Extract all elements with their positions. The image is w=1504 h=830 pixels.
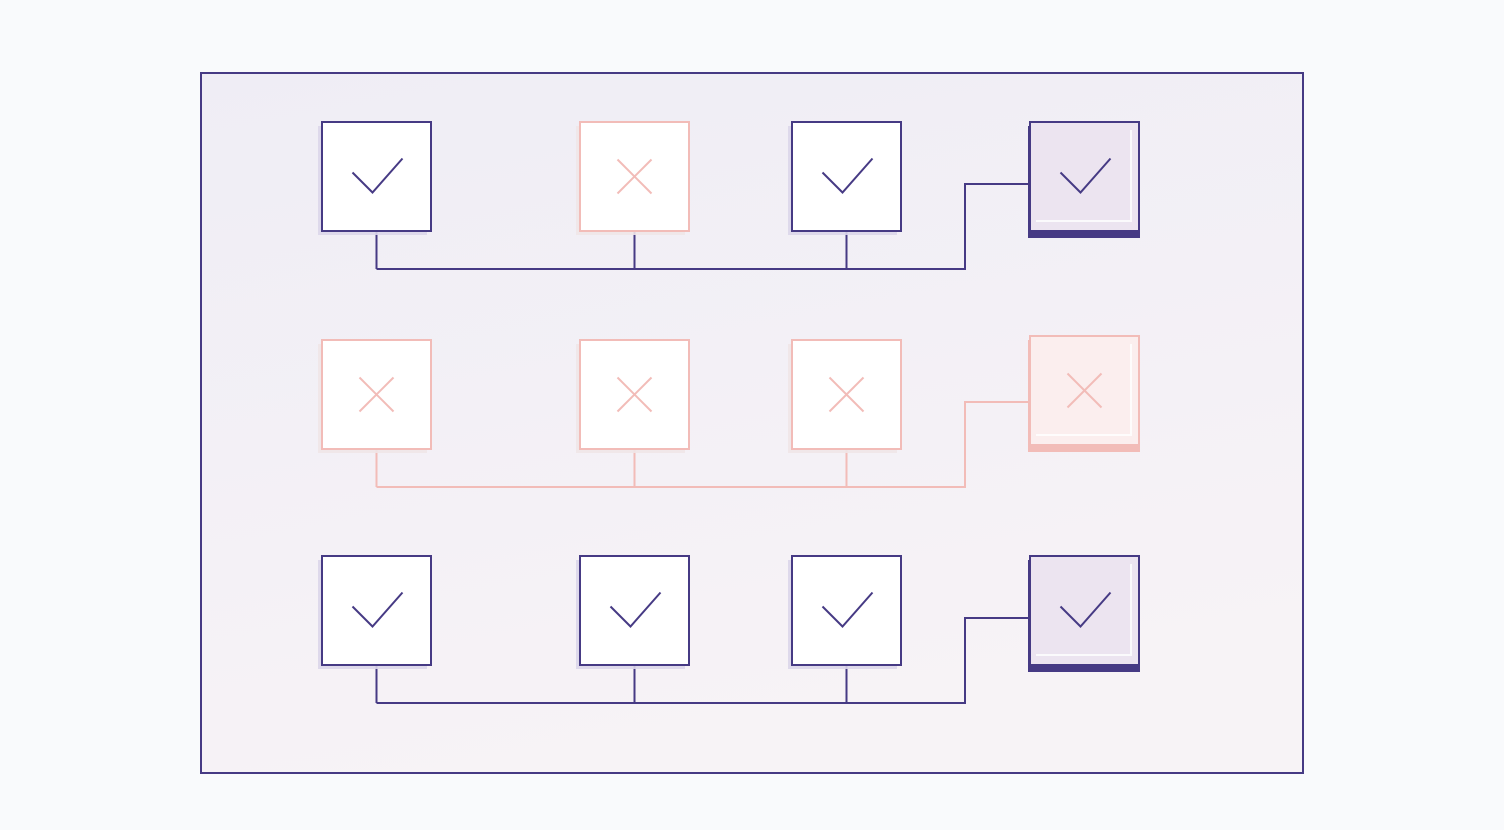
check-row <box>318 121 1140 270</box>
x-icon <box>616 158 653 195</box>
result-box <box>1028 555 1140 672</box>
check-icon <box>609 591 662 628</box>
check-row <box>318 335 1140 488</box>
check-icon <box>351 157 404 194</box>
result-box <box>1028 121 1140 238</box>
check-box-pass <box>318 121 432 235</box>
row-connector <box>375 183 1028 270</box>
check-row <box>318 555 1140 704</box>
check-box-fail <box>576 121 690 235</box>
check-icon <box>821 157 874 194</box>
row-connector <box>375 617 1028 704</box>
row-connector <box>375 401 1028 488</box>
check-box-fail <box>788 339 902 453</box>
x-icon <box>828 376 865 413</box>
check-icon <box>821 591 874 628</box>
rows-layer <box>318 121 1140 704</box>
check-box-pass <box>788 555 902 669</box>
result-box <box>1028 335 1140 452</box>
check-icon <box>1059 591 1112 628</box>
x-icon <box>358 376 395 413</box>
check-box-pass <box>318 555 432 669</box>
check-box-pass <box>788 121 902 235</box>
check-icon <box>351 591 404 628</box>
check-box-fail <box>318 339 432 453</box>
x-icon <box>616 376 653 413</box>
x-icon <box>1066 372 1103 409</box>
check-box-fail <box>576 339 690 453</box>
check-icon <box>1059 157 1112 194</box>
check-box-pass <box>576 555 690 669</box>
